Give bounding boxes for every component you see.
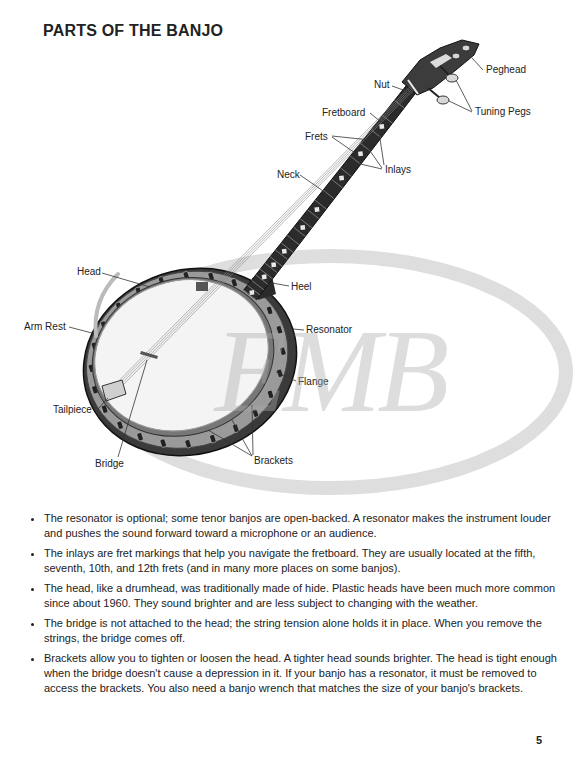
part-label: Neck [277, 169, 300, 181]
note-text: The bridge is not attached to the head; … [44, 616, 562, 646]
inlay [339, 175, 344, 180]
neck [244, 84, 417, 300]
part-label: Tuning Pegs [475, 106, 531, 118]
arm-rest [95, 274, 118, 336]
bracket [116, 421, 123, 430]
tuning-peg [462, 45, 470, 51]
inlay [262, 274, 267, 279]
fret [260, 269, 272, 279]
bracket [209, 434, 216, 443]
leader-lines [69, 58, 483, 457]
part-label: Heel [291, 281, 312, 293]
inlay [379, 124, 384, 129]
inlay [249, 290, 254, 295]
head-logo [196, 282, 208, 291]
fret [256, 275, 268, 285]
fret [341, 168, 352, 176]
tuning-peg [437, 96, 449, 104]
fret [332, 179, 343, 188]
inlay [358, 151, 363, 156]
tailpiece [102, 380, 126, 401]
peg-post [428, 88, 440, 98]
part-label: Head [77, 266, 101, 278]
inlays [249, 124, 384, 295]
note-text: The resonator is optional; some tenor ba… [44, 511, 562, 541]
fret [350, 156, 361, 164]
fret [323, 190, 334, 199]
part-label: Tailpiece [53, 404, 92, 416]
bracket [160, 439, 167, 448]
watermark: EMB [215, 312, 445, 432]
fret [287, 235, 299, 244]
fret [244, 290, 257, 300]
inlay [300, 225, 305, 230]
frets [244, 100, 405, 300]
part-label: Arm Rest [24, 321, 66, 333]
part-label: Peghead [486, 64, 526, 76]
page-title: PARTS OF THE BANJO [43, 22, 223, 40]
fret [270, 257, 282, 266]
tuning-peg [452, 53, 460, 59]
note-text: The head, like a drumhead, was tradition… [44, 581, 562, 611]
inlay [314, 207, 319, 212]
notes-list: The resonator is optional; some tenor ba… [30, 511, 562, 701]
fret [252, 280, 264, 290]
part-label: Fretboard [322, 107, 365, 119]
fret [265, 263, 277, 273]
fret [247, 285, 260, 295]
bridge [140, 351, 158, 359]
bracket [136, 432, 143, 441]
inlay [282, 249, 287, 254]
part-label: Bridge [95, 458, 124, 470]
part-label: Nut [374, 79, 390, 91]
note-text: Brackets allow you to tighten or loosen … [44, 651, 562, 696]
part-label: Frets [305, 131, 328, 143]
part-label: Brackets [254, 455, 293, 467]
note-text: The inlays are fret markings that help y… [44, 546, 562, 576]
bracket [184, 439, 191, 448]
inlay [271, 262, 276, 267]
part-label: Inlays [385, 164, 411, 176]
page-number: 5 [536, 734, 542, 746]
peghead [402, 40, 479, 95]
